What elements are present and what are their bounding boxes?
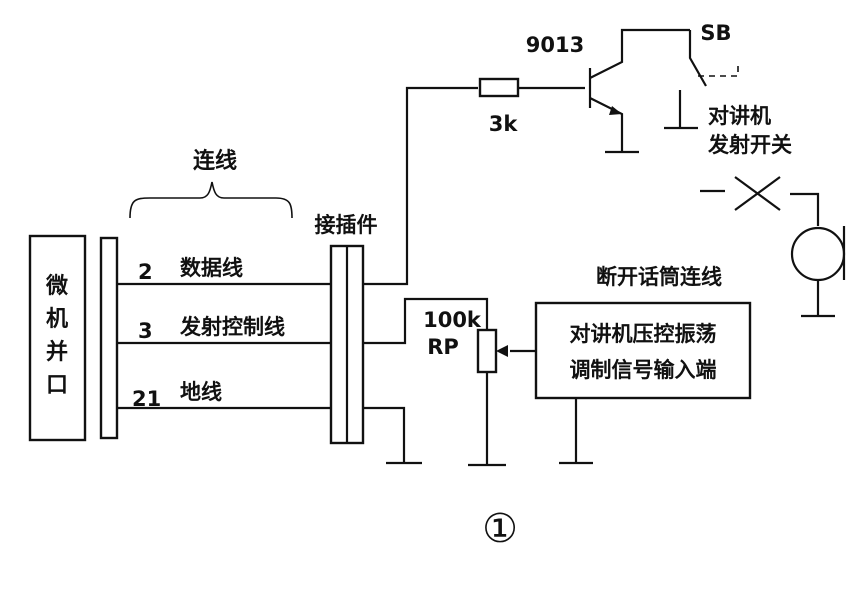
break-mark-2	[734, 176, 781, 211]
microphone-icon	[790, 226, 846, 282]
transistor-label: 9013	[526, 33, 584, 57]
port-plug	[99, 236, 119, 440]
computer-port-label-4: 口	[46, 373, 68, 398]
wire-pin-3: 3	[138, 319, 153, 343]
switch-desc-2: 发射开关	[707, 133, 792, 157]
mic-wire	[790, 192, 820, 226]
modulator-label-2: 调制信号输入端	[570, 358, 717, 382]
connector-ground-wire	[363, 406, 406, 463]
mic-disconnect-note: 断开话筒连线	[596, 265, 722, 289]
resistor-3k	[478, 77, 520, 98]
computer-port-label-2: 机	[46, 307, 68, 332]
data-to-resistor-wire	[363, 86, 478, 286]
cable-brace	[129, 181, 293, 219]
connector-label: 接插件	[315, 213, 378, 237]
switch-label: SB	[700, 21, 731, 45]
modulator-label-1: 对讲机压控振荡	[570, 322, 717, 346]
wire-pin-2: 2	[138, 260, 153, 284]
resistor-label: 3k	[489, 112, 519, 136]
computer-port-box	[28, 234, 87, 442]
potentiometer-rp	[476, 328, 498, 374]
wire-name-data: 数据线	[180, 256, 243, 280]
figure-number: ①	[482, 506, 518, 552]
cable-label: 连线	[193, 148, 237, 174]
wire-pin-21: 21	[132, 387, 161, 411]
pot-value-label: 100k	[423, 308, 482, 332]
wire-name-control: 发射控制线	[179, 315, 285, 339]
pot-name-label: RP	[427, 335, 459, 359]
wire-name-ground: 地线	[180, 380, 222, 404]
control-to-pot-wire	[363, 297, 489, 345]
emitter-arrow-icon	[609, 106, 622, 115]
computer-port-label-1: 微	[45, 273, 68, 299]
transistor-emitter	[589, 97, 624, 152]
modulator-box	[534, 301, 752, 400]
wiper-arrow-icon	[496, 345, 508, 357]
switch-actuator-dashed	[698, 64, 739, 77]
computer-port-label-3: 并	[46, 339, 68, 365]
switch-desc-1: 对讲机	[708, 104, 771, 128]
transistor-collector	[589, 28, 690, 79]
